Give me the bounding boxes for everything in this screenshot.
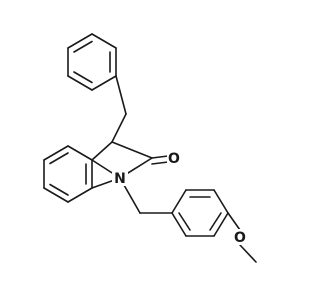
benzyl-ch2-linker [111, 75, 127, 143]
methoxy-group [227, 212, 257, 263]
bond [213, 189, 229, 214]
methoxy-oxygen-label: O [234, 230, 246, 246]
bond [171, 189, 187, 214]
double-bond-inner [178, 212, 191, 231]
fused-benzene-ring [43, 145, 121, 203]
bond [67, 75, 93, 91]
label-background [167, 150, 181, 166]
carbonyl-oxygen-label: O [168, 151, 180, 167]
carbonyl-group [151, 155, 169, 165]
bond [43, 187, 69, 203]
bond [111, 141, 153, 159]
double-bond-inner [49, 183, 69, 196]
nitrogen-label: N [114, 171, 126, 187]
bond [67, 187, 93, 203]
bond [171, 212, 187, 237]
double-bond-inner [73, 71, 93, 84]
bond [111, 113, 127, 143]
methoxyphenyl-ring [171, 189, 229, 237]
double-bond-inner [73, 40, 93, 53]
bond [213, 212, 229, 237]
atom-labels: O N O [112, 150, 247, 246]
carbonyl-bond [151, 155, 169, 159]
label-background [112, 170, 128, 186]
bond [67, 33, 93, 49]
double-bond-inner [209, 212, 222, 231]
benzyl-phenyl-ring [67, 33, 117, 91]
bond [91, 75, 117, 91]
carbonyl-bond [151, 161, 169, 165]
bond [115, 75, 127, 115]
structure-canvas: O N O [43, 33, 257, 263]
bond [91, 33, 117, 49]
bond [91, 141, 113, 161]
label-background [233, 229, 247, 245]
bond [239, 244, 257, 263]
molecule-diagram: O N O [43, 33, 257, 263]
bond [227, 212, 241, 231]
bond [43, 145, 69, 161]
double-bond-inner [49, 152, 69, 165]
bond [67, 145, 93, 161]
